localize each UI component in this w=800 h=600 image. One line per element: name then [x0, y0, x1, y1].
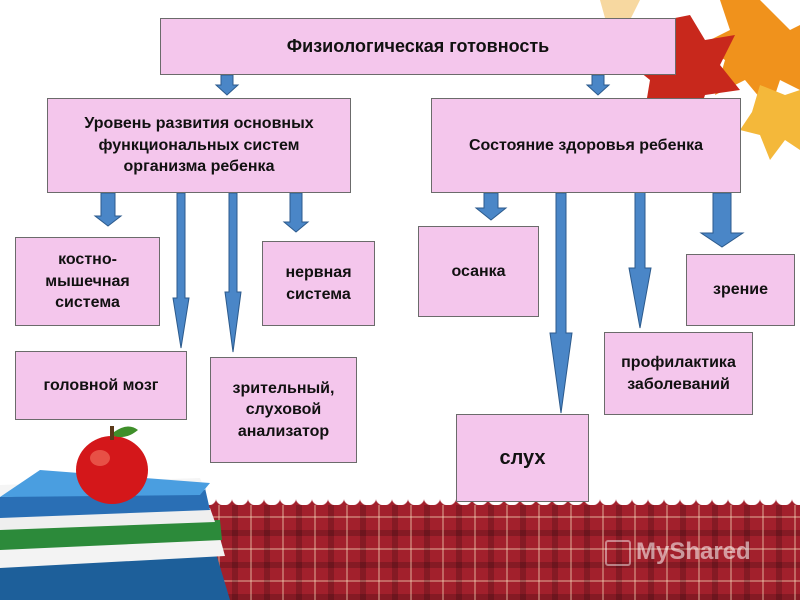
arrow-left-to-brain	[172, 192, 190, 349]
arrow-root-to-left	[214, 74, 240, 96]
leaf-box-brain: головной мозг	[15, 351, 187, 420]
leaf-yellow-icon	[740, 85, 800, 160]
arrow-right-to-hearing	[549, 192, 573, 414]
arrow-left-to-nervous	[282, 192, 310, 233]
arrow-right-to-prevention	[628, 189, 652, 329]
leaf-box-nervous-system: нервная система	[262, 241, 375, 326]
leaf-box-posture: осанка	[418, 226, 539, 317]
branch-box-functional-systems: Уровень развития основных функциональных…	[47, 98, 351, 193]
branch-box-health-state: Состояние здоровья ребенка	[431, 98, 741, 193]
apple-icon	[76, 426, 148, 504]
watermark-text: MyShared	[636, 538, 751, 565]
arrow-left-to-musculoskeletal	[93, 192, 123, 227]
leaf-box-hearing: слух	[456, 414, 589, 502]
arrow-left-to-visual-auditory	[224, 192, 242, 353]
arrow-root-to-right	[585, 74, 611, 96]
watermark-logo-icon	[605, 540, 631, 566]
root-box-physiological-readiness: Физиологическая готовность	[160, 18, 676, 75]
arrow-right-to-posture	[474, 192, 508, 221]
leaf-pale-icon	[600, 0, 640, 20]
tablecloth-decoration	[200, 505, 800, 600]
leaf-box-vision: зрение	[686, 254, 795, 326]
leaf-box-visual-auditory: зрительный, слуховой анализатор	[210, 357, 357, 463]
arrow-right-to-vision	[699, 192, 745, 248]
leaf-box-disease-prevention: профилактика заболеваний	[604, 332, 753, 415]
leaf-box-musculoskeletal: костно- мышечная система	[15, 237, 160, 326]
